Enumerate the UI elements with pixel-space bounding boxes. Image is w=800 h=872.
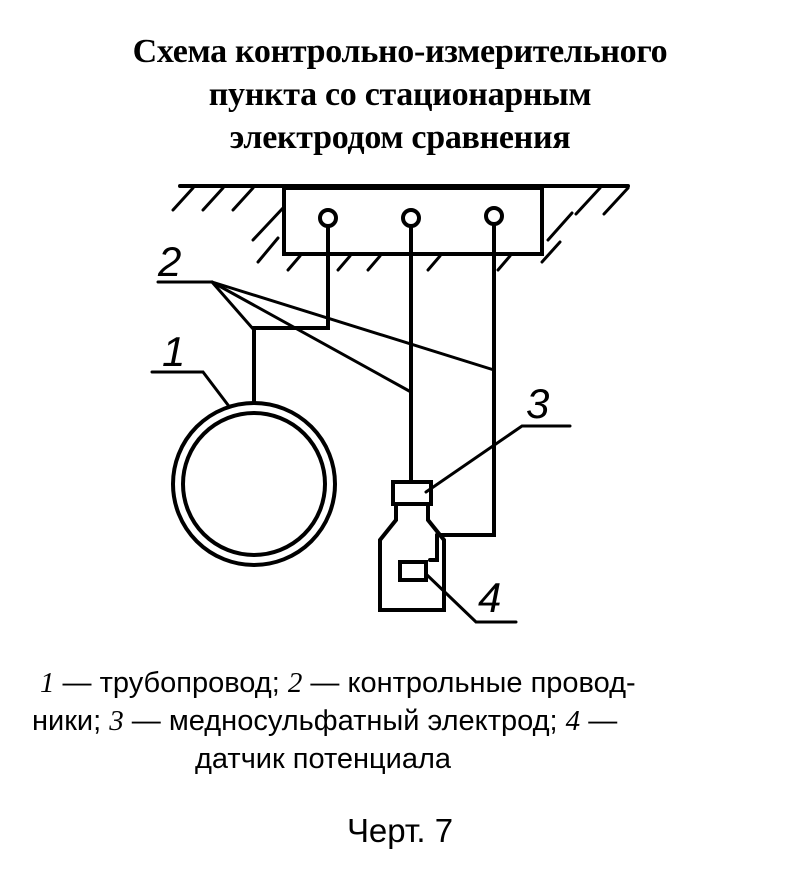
legend-num-2: 2: [287, 667, 303, 699]
conductor-sensor: [435, 222, 496, 537]
label-3: 3: [526, 380, 549, 427]
diagram-title: Схема контрольно-измерительного пункта с…: [0, 30, 800, 159]
legend-line-1: 1 — трубопровод; 2 — контрольные провод-: [32, 664, 762, 702]
figure-label: Черт. 7: [346, 812, 454, 849]
legend-text-3: — медносульфатный электрод;: [123, 705, 566, 737]
legend-line-2: ники; 3 — медносульфатный электрод; 4 —: [32, 702, 762, 740]
terminal-2: [401, 208, 421, 228]
terminal-1: [318, 208, 338, 228]
diagram-legend: 1 — трубопровод; 2 — контрольные провод-…: [32, 664, 762, 778]
legend-text-2-cont: ники;: [32, 705, 110, 737]
label-2: 2: [157, 238, 181, 285]
ground-hatching: [171, 186, 630, 272]
label-4: 4: [478, 574, 501, 621]
legend-text-4: —: [580, 705, 618, 737]
leader-3: [424, 424, 572, 494]
title-line-2: пункта со стационарным: [208, 76, 592, 113]
pipeline-inner: [181, 411, 327, 557]
legend-text-1: — трубопровод;: [54, 667, 288, 699]
legend-text-2: — контрольные провод-: [302, 667, 636, 699]
legend-num-1: 1: [40, 667, 55, 699]
conductor-pipe: [252, 224, 330, 405]
title-line-3: электродом сравнения: [229, 119, 571, 156]
sensor-lead: [428, 533, 439, 562]
leader-2: [156, 280, 496, 394]
leader-4: [424, 572, 518, 624]
electrode-bottle: [378, 502, 446, 612]
legend-num-4: 4: [565, 705, 581, 737]
terminal-3: [484, 206, 504, 226]
label-1: 1: [162, 328, 185, 375]
potential-sensor: [398, 560, 428, 582]
legend-text-4-cont: датчик потенциала: [195, 743, 452, 775]
pipeline-outer: [171, 401, 337, 567]
legend-num-3: 3: [109, 705, 124, 737]
title-line-1: Схема контрольно-измерительного: [132, 33, 668, 70]
electrode-cap: [391, 480, 433, 506]
leader-1: [150, 370, 230, 407]
legend-line-3: датчик потенциала: [32, 740, 762, 778]
